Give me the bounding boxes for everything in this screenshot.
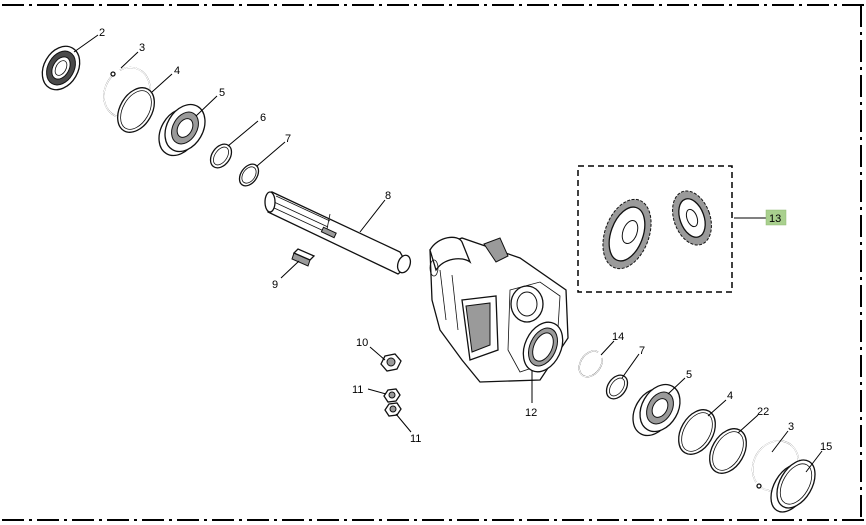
small-nut-part: [383, 388, 401, 403]
splined-shaft-part: [264, 191, 412, 275]
callout-labels: 2 3 4 5 6 7 8 9 10 11 11 12 13 14 7 5 4 …: [99, 27, 832, 453]
small-nut-part: [384, 402, 402, 417]
ring-part: [605, 374, 629, 400]
callout-2: 2: [99, 27, 105, 39]
cap-part: [770, 459, 816, 513]
callout-8: 8: [385, 190, 391, 202]
drawing-frame: [2, 4, 864, 521]
shim-ring-part: [117, 87, 155, 133]
callout-13-highlight: [765, 209, 787, 226]
callout-11: 11: [410, 433, 421, 445]
bearing-cup-part: [522, 321, 564, 373]
bearing-part: [158, 103, 206, 157]
ring-part: [238, 163, 260, 187]
callout-10: 10: [356, 337, 368, 349]
callout-3: 3: [139, 42, 145, 54]
callout-22: 22: [757, 406, 769, 418]
callout-7: 7: [285, 133, 291, 145]
leader-lines: [73, 34, 823, 473]
callout-15: 15: [820, 441, 832, 453]
bearing-part: [632, 383, 681, 437]
callout-4: 4: [727, 390, 733, 402]
callout-3: 3: [788, 421, 794, 433]
key-part: [291, 248, 316, 267]
nut-part: [380, 353, 402, 372]
callout-4: 4: [174, 65, 180, 77]
bevel-gear-set-box: [577, 165, 733, 293]
callout-13: 13: [769, 213, 781, 225]
seal-part: [41, 45, 81, 91]
snap-ring-part: [578, 350, 603, 378]
callout-5: 5: [219, 87, 225, 99]
callout-14: 14: [612, 331, 624, 343]
shim-ring-part: [709, 428, 747, 474]
shim-ring-part: [678, 409, 716, 455]
callout-12: 12: [525, 407, 537, 419]
callout-6: 6: [260, 112, 266, 124]
callout-9: 9: [272, 279, 278, 291]
callout-11: 11: [352, 384, 363, 396]
callout-7: 7: [639, 345, 645, 357]
callout-5: 5: [686, 369, 692, 381]
ring-part: [209, 143, 233, 169]
